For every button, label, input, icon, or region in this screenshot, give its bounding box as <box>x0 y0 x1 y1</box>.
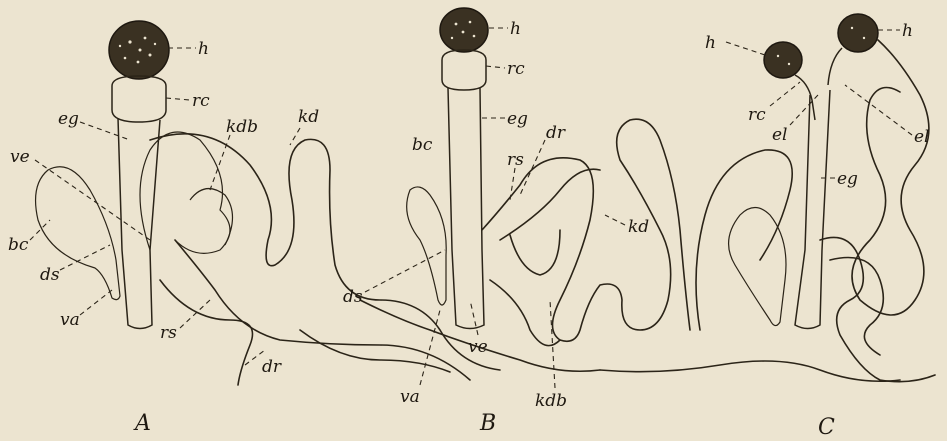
panel-c-label-h-left: h <box>705 33 716 53</box>
panel-a-leader-eg <box>80 122 130 140</box>
panel-a-eg-stalk <box>118 118 160 329</box>
panel-a-kdb-bulb <box>140 132 230 253</box>
panel-b-label-dr: dr <box>546 123 566 143</box>
panel-a-label-kd: kd <box>298 107 319 127</box>
panel-a-label-dr: dr <box>262 357 282 377</box>
panel-a-label-rs: rs <box>160 323 177 343</box>
panel-b-kd-duct <box>510 230 560 275</box>
panel-c-outer-loop <box>696 150 792 330</box>
panel-c-right-neck <box>828 48 842 85</box>
panel-a-leader-va <box>80 290 112 315</box>
panel-a-leader-rc <box>166 98 190 100</box>
panel-c-leader-h1 <box>726 42 765 55</box>
panel-a-leader-kdb <box>210 135 230 190</box>
panel-b-leader-va <box>420 310 440 385</box>
panel-c-gland <box>729 208 786 326</box>
panel-c-head-left <box>764 42 802 78</box>
panel-b-label-rc: rc <box>507 59 525 79</box>
panel-b-leader-kd <box>605 215 625 225</box>
panel-b-label-ve: ve <box>468 337 488 357</box>
panel-b-label-va: va <box>400 387 420 407</box>
panel-b-dr-tube <box>500 169 600 240</box>
panel-b-label-kdb: kdb <box>535 391 567 411</box>
panel-c-leader-el2 <box>845 85 912 135</box>
panel-b-eg-stalk <box>448 88 484 329</box>
panel-a-title: A <box>133 411 151 436</box>
panel-a-label-ds: ds <box>40 265 60 285</box>
panel-c-title: C <box>818 415 835 440</box>
panel-b-title: B <box>479 411 496 436</box>
panel-b-lower-loop <box>300 330 450 372</box>
panel-a-label-h: h <box>198 39 209 59</box>
panel-c-left-neck <box>795 75 815 120</box>
panel-c: h h rc el el eg C <box>600 14 935 440</box>
panel-a: h rc eg kdb kd ve bc ds va rs dr A <box>8 21 500 436</box>
panel-a-leader-kd <box>290 128 300 145</box>
panel-b-label-rs: rs <box>507 150 524 170</box>
panel-b-bc-gland <box>407 187 447 305</box>
panel-b-leader-ve <box>470 300 478 335</box>
panel-a-leader-ds <box>60 245 110 270</box>
panel-b-label-ds: ds <box>343 287 363 307</box>
panel-b-rc-collar <box>442 50 486 90</box>
panel-b-label-h: h <box>510 19 521 39</box>
panel-a-label-ve: ve <box>10 147 30 167</box>
panel-a-kd-duct <box>150 134 500 370</box>
panel-a-leader-ve <box>35 160 150 240</box>
panel-b-leader-ds <box>365 250 445 292</box>
panel-c-leader-rc <box>770 82 800 106</box>
panel-a-label-va: va <box>60 310 80 330</box>
panel-a-label-bc: bc <box>8 235 29 255</box>
panel-c-label-rc: rc <box>748 105 766 125</box>
panel-b-leader-rc <box>486 66 505 68</box>
panel-b-head <box>440 8 488 52</box>
panel-b-kdb-tube <box>490 280 560 346</box>
panel-c-label-el-right: el <box>914 127 930 147</box>
panel-c-head-right <box>838 14 878 52</box>
panel-c-eg-stalk <box>795 90 830 329</box>
panel-a-label-rc: rc <box>192 91 210 111</box>
panel-b-label-kd: kd <box>628 217 649 237</box>
panel-c-label-el-left: el <box>772 125 788 145</box>
panel-a-label-eg: eg <box>58 109 79 129</box>
panel-c-bottom-sweep <box>600 361 900 381</box>
panel-a-rc-collar <box>112 76 166 122</box>
panel-a-rs-tube <box>175 240 470 380</box>
panel-c-label-eg: eg <box>837 169 858 189</box>
panel-c-mid-loop <box>830 258 883 356</box>
panel-c-label-h-right: h <box>902 21 913 41</box>
panel-b-label-bc: bc <box>412 135 433 155</box>
panel-b-label-eg: eg <box>507 109 528 129</box>
panel-a-label-kdb: kdb <box>226 117 258 137</box>
